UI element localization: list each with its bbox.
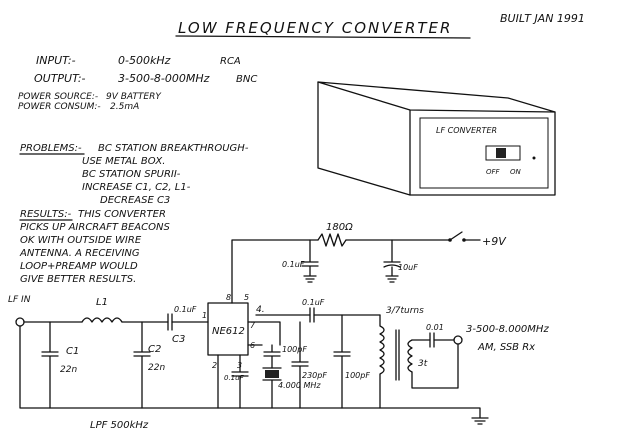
problem-line-5: DECREASE C3 [100, 195, 170, 206]
result-line-1: THIS CONVERTER [78, 209, 166, 220]
output-section: 0.1uF 100pF 3/7turns 3t 0.01 3-500-8.000… [255, 298, 549, 409]
oscillator-section: 100pF 4.000 MHz 230pF [247, 321, 327, 409]
ic-ne612-body [207, 302, 249, 356]
result-line-6: GIVE BETTER RESULTS. [20, 274, 136, 285]
cap-001-label: 0.01 [426, 323, 444, 332]
enclosure-drawing: LF CONVERTER OFF ON [317, 81, 556, 196]
cap-c3-label: C3 [172, 334, 185, 345]
cap-c2 [133, 321, 151, 409]
title-underline [175, 35, 471, 39]
result-line-4: ANTENNA. A RECEIVING [19, 248, 140, 259]
lpf-section: LF IN L1 0.1uF C3 C1 22n C2 22n LPF 500k… [8, 295, 209, 431]
resistor-180 [317, 233, 347, 247]
cap-c1-label: C1 [66, 346, 79, 357]
mixer-ic: NE612 8 1 7 6 2 3 5 4. 0.1uF [202, 293, 265, 409]
cap-c2-value: 22n [148, 363, 165, 373]
result-line-5: LOOP+PREAMP WOULD [20, 261, 138, 272]
spec-output-connector: BNC [236, 74, 257, 85]
cap-230pf [291, 321, 309, 409]
problem-line-1: BC STATION BREAKTHROUGH- [98, 143, 249, 154]
cap-electrolytic-10uf [383, 239, 401, 283]
input-label: LF IN [8, 295, 31, 305]
power-consum-label: POWER CONSUM:- [18, 102, 101, 112]
spec-output-value: 3-500-8-000MHz [118, 72, 210, 85]
inductor-l1-label: L1 [96, 297, 108, 308]
pin-7: 7 [250, 321, 256, 330]
pin-2: 2 [212, 361, 217, 370]
rx-label: AM, SSB Rx [477, 342, 535, 353]
spec-output-label: OUTPUT:- [34, 72, 86, 85]
box-off-label: OFF [486, 168, 501, 176]
problem-line-4: INCREASE C1, C2, L1- [82, 182, 191, 193]
cap-c1 [41, 321, 59, 409]
cap-decouple-01-label: 0.1uF [282, 260, 305, 269]
inductor-l1 [81, 317, 123, 323]
box-on-label: ON [510, 168, 522, 176]
coil-secondary-label: 3t [418, 359, 428, 369]
power-source-value: 9V BATTERY [106, 92, 162, 102]
power-switch [485, 145, 521, 161]
cap-c2-label: C2 [148, 344, 161, 355]
cap-100pf-osc-label: 100pF [282, 345, 307, 354]
power-section: +9V 180Ω 0.1uF 10uF [231, 222, 507, 304]
result-line-2: PICKS UP AIRCRAFT BEACONS [20, 222, 170, 233]
pin-5: 5 [244, 293, 249, 302]
box-label: LF CONVERTER [436, 126, 497, 135]
vplus-label: +9V [482, 235, 507, 248]
results-label: RESULTS:- [20, 209, 72, 220]
built-date: BUILT JAN 1991 [500, 12, 585, 25]
power-consum-value: 2.5mA [110, 102, 139, 112]
crystal [265, 370, 279, 378]
result-line-3: OK WITH OUTSIDE WIRE [20, 235, 142, 246]
cap-decouple-01 [301, 239, 319, 283]
output-freq-label: 3-500-8.000MHz [466, 324, 549, 335]
output-jack [453, 335, 463, 345]
page-title: LOW FREQUENCY CONVERTER [178, 19, 452, 37]
spec-input-connector: RCA [220, 56, 241, 67]
cap-100pf-tank-label: 100pF [345, 371, 370, 380]
cap-c3-value: 0.1uF [174, 305, 197, 314]
power-switch-symbol [449, 231, 463, 241]
spec-input-value: 0-500kHz [118, 54, 171, 67]
pin-8: 8 [226, 293, 231, 302]
switch-lever [496, 148, 506, 158]
coil-secondary [407, 339, 413, 373]
problem-line-3: BC STATION SPURII- [82, 169, 181, 180]
input-jack [15, 317, 25, 327]
coil-label: 3/7turns [386, 306, 424, 316]
problem-line-2: USE METAL BOX. [82, 156, 165, 167]
lpf-label: LPF 500kHz [90, 420, 149, 431]
pin-1: 1 [202, 311, 207, 320]
cap-100pf-osc [263, 344, 281, 369]
coil-primary [379, 314, 385, 409]
resistor-label: 180Ω [326, 222, 353, 233]
cap-output-01-label: 0.1uF [302, 298, 325, 307]
problems-label: PROBLEMS:- [20, 143, 82, 154]
ground-rail [19, 325, 489, 425]
cap-pin2-label: 0.1uF [224, 374, 245, 382]
cap-pin2 [231, 354, 249, 409]
spec-input-label: INPUT:- [36, 54, 76, 67]
cap-c1-value: 22n [60, 365, 77, 375]
cap-230pf-label: 230pF [302, 371, 327, 380]
cap-10uf-label: 10uF [398, 263, 418, 272]
cap-100pf-tank [333, 314, 351, 409]
power-source-label: POWER SOURCE:- [18, 92, 98, 102]
pin-4: 4. [256, 305, 265, 315]
ic-label: NE612 [212, 326, 245, 337]
